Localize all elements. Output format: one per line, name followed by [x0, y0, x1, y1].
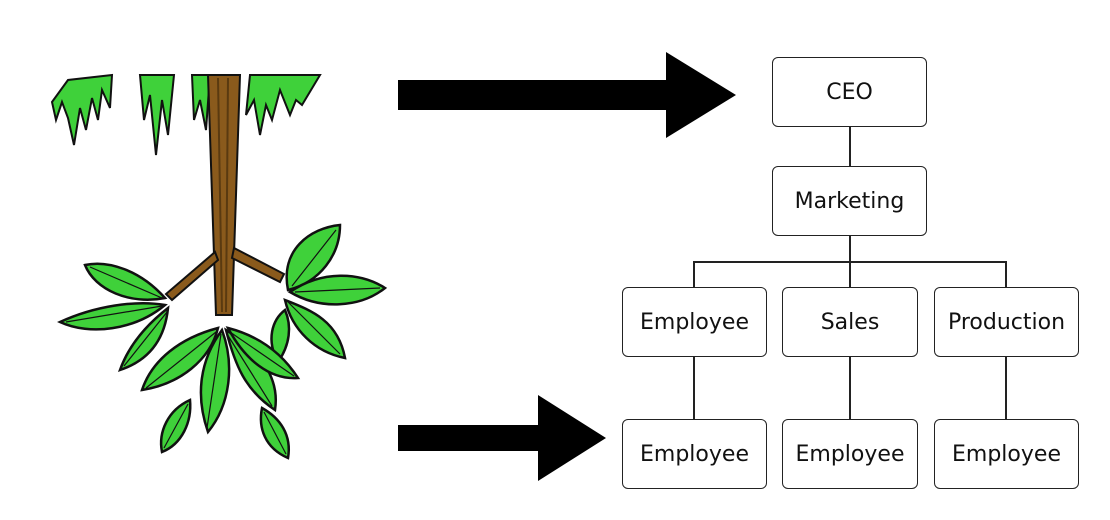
marketing-box: Marketing: [772, 166, 927, 236]
connector-line: [849, 127, 851, 167]
connector-line: [693, 356, 695, 420]
connector-line: [1005, 261, 1007, 288]
connector-line: [1005, 356, 1007, 420]
production-box: Production: [934, 287, 1079, 357]
ceo-box: CEO: [772, 57, 927, 127]
connector-line: [849, 261, 851, 288]
arrow-right-icon: [398, 52, 736, 138]
employee-box: Employee: [622, 419, 767, 489]
employee-box: Employee: [934, 419, 1079, 489]
employee-box: Employee: [622, 287, 767, 357]
sales-box: Sales: [782, 287, 918, 357]
upside-down-tree-icon: [50, 73, 388, 460]
connector-line: [693, 261, 695, 288]
employee-box: Employee: [782, 419, 918, 489]
connector-line: [849, 356, 851, 420]
arrow-right-icon: [398, 395, 606, 481]
connector-line: [849, 235, 851, 262]
